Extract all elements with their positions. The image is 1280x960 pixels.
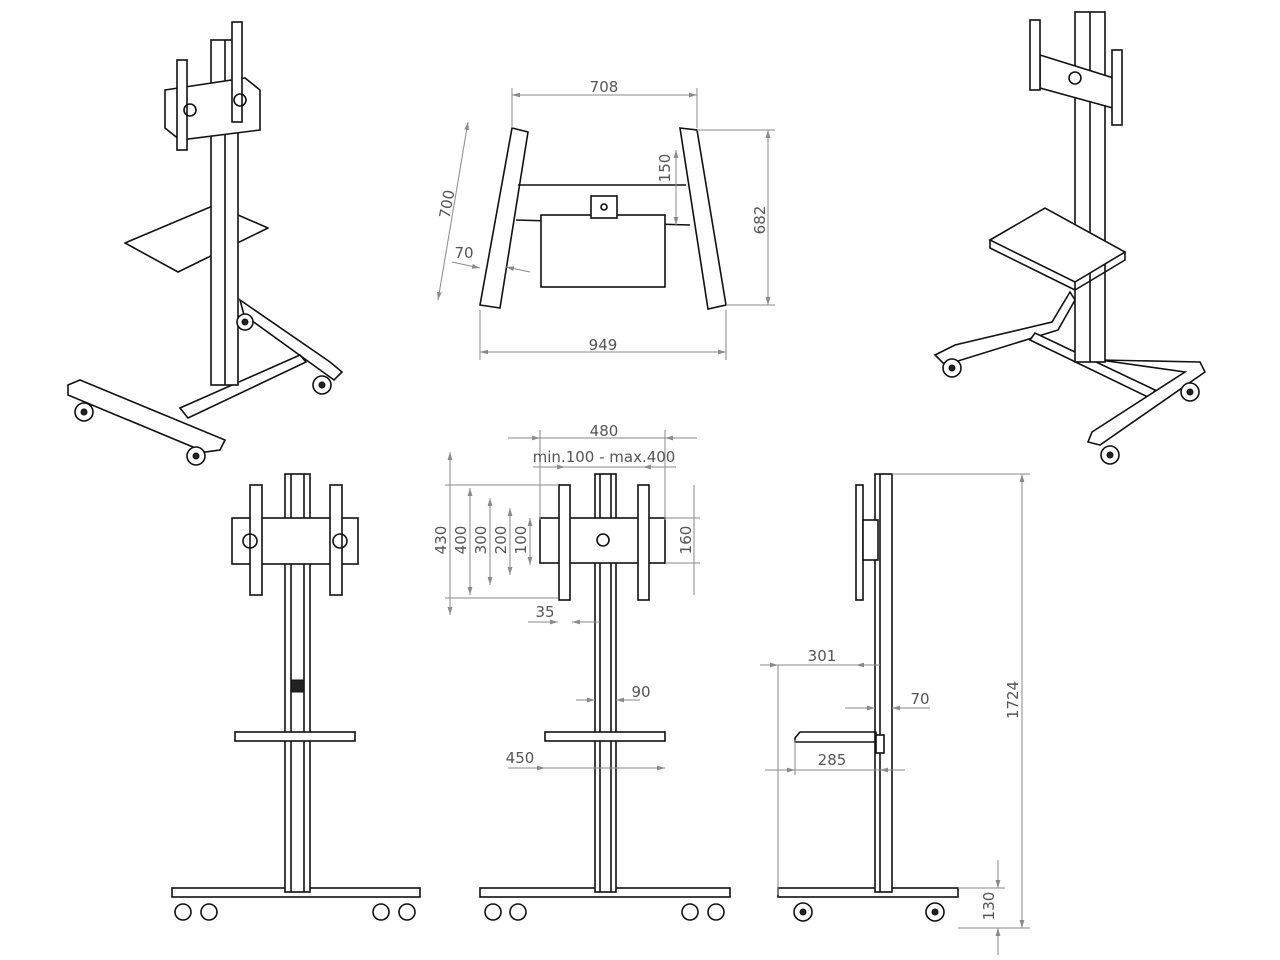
dim-430: 430	[432, 526, 450, 555]
rail-left	[1029, 19, 1041, 91]
dim-700: 700	[436, 188, 459, 219]
shelf	[540, 214, 666, 288]
leg-right	[679, 127, 727, 310]
dim-1724: 1724	[1004, 681, 1022, 719]
dim-450: 450	[506, 749, 535, 767]
dim-90: 90	[631, 683, 650, 701]
plan-view: 708 949 682 700 150 70	[436, 78, 775, 360]
wheels	[484, 903, 725, 921]
rail-left	[249, 484, 263, 596]
side-view: 301 70 285 1724 130	[760, 473, 1030, 955]
isometric-view-right	[933, 11, 1207, 465]
rail-right	[231, 21, 243, 123]
dim-400: 400	[452, 526, 470, 555]
screen-rail	[855, 484, 864, 601]
dim-vesa-range: min.100 - max.400	[533, 448, 676, 466]
dim-480: 480	[590, 422, 619, 440]
crossbar	[178, 354, 308, 419]
leg-front	[67, 379, 227, 453]
shelf	[794, 731, 877, 743]
dim-682: 682	[751, 206, 769, 235]
dim-35: 35	[535, 603, 554, 621]
dim-285: 285	[818, 751, 847, 769]
dim-200: 200	[492, 526, 510, 555]
shelf	[544, 731, 666, 742]
shelf	[234, 731, 356, 742]
shelf	[124, 204, 269, 273]
rail-right	[637, 484, 650, 601]
dim-708: 708	[590, 78, 619, 96]
isometric-view-left	[67, 21, 344, 466]
dim-300: 300	[472, 526, 490, 555]
tilt-bracket	[862, 519, 879, 561]
leg-left	[933, 290, 1076, 366]
dim-150: 150	[656, 154, 674, 183]
dim-949: 949	[589, 336, 618, 354]
crossbar	[1028, 331, 1157, 400]
leg-right	[238, 298, 344, 382]
dim-301: 301	[808, 647, 837, 665]
leg-right	[1086, 359, 1207, 446]
dim-70: 70	[454, 244, 473, 262]
base	[777, 887, 959, 898]
dim-70: 70	[910, 690, 929, 708]
rail-left	[558, 484, 571, 601]
dim-130: 130	[980, 892, 998, 921]
rail-right	[1111, 49, 1123, 126]
dim-160: 160	[677, 526, 695, 555]
leg-left	[479, 127, 529, 309]
front-view-left	[171, 473, 421, 921]
front-view-dimensioned: 480 min.100 - max.400 430 400 300 200 10…	[432, 422, 731, 921]
bracket	[590, 195, 618, 219]
dim-100: 100	[512, 526, 530, 555]
wheels	[174, 903, 416, 921]
rail-right	[329, 484, 343, 596]
